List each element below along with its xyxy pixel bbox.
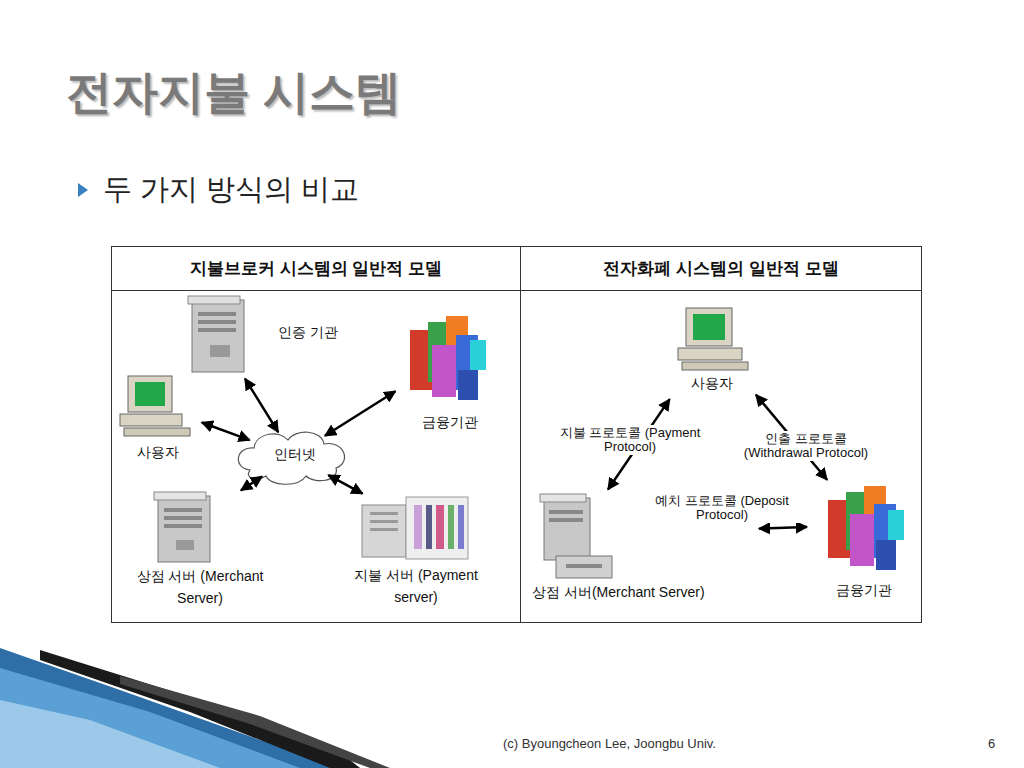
protocol-label: 예치 프로토콜 (Deposit Protocol) [641,493,803,524]
page-number: 6 [988,736,995,751]
connector-arrow [759,527,807,529]
node-label: 인증 기관 [278,322,338,344]
auth-server-node: 인증 기관 [188,296,358,376]
corner-swoosh [0,648,390,768]
computer-icon [120,376,190,436]
connector-arrow [325,391,396,436]
node-label: 상점 서버(Merchant Server) [532,582,705,604]
protocol-label: 인출 프로토콜 (Withdrawal Protocol) [728,431,884,462]
node-label: 금융기관 [400,412,500,434]
connector-arrow [328,475,362,493]
node-label: 상점 서버 (Merchant Server) [135,566,265,609]
node-label: 인터넷 [240,444,350,466]
panel-heading: 지불브로커 시스템의 일반적 모델 [112,247,520,291]
building-icon [828,486,904,570]
building-icon [410,316,486,400]
node-label: 사용자 [115,442,201,464]
model-panel: 지불브로커 시스템의 일반적 모델인증 기관금융기관사용자 인터넷상점 서버 (M… [111,246,521,623]
slide-title: 전자지불 시스템 [66,62,401,124]
payment-server-node: 지불 서버 (Payment server) [340,495,500,612]
connector-arrow [245,379,278,433]
internet-cloud: 인터넷 [238,434,348,478]
server-icon [540,494,612,578]
node-label: 금융기관 [812,580,916,602]
bullet-text: 두 가지 방식의 비교 [103,170,359,210]
user-node: 사용자 [666,305,754,397]
server-icon [154,492,210,562]
user-node: 사용자 [113,372,199,466]
merchant-server-node: 상점 서버 (Merchant Server) [125,492,280,614]
bank-node: 금융기관 [810,482,914,604]
panel-heading: 전자화폐 시스템의 일반적 모델 [521,247,921,291]
protocol-label: 지불 프로토콜 (Payment Protocol) [551,425,709,456]
footer-credit: (c) Byoungcheon Lee, Joongbu Univ. [503,736,716,751]
computer-icon [678,308,748,370]
node-label: 지불 서버 (Payment server) [350,565,482,608]
server-icon [188,296,244,372]
connector-arrow [202,423,250,441]
bank-node: 금융기관 [398,312,498,436]
payment-server-icon [362,497,468,559]
bullet-arrow [78,183,88,197]
node-label: 사용자 [668,373,756,395]
connector-arrow [241,476,262,490]
